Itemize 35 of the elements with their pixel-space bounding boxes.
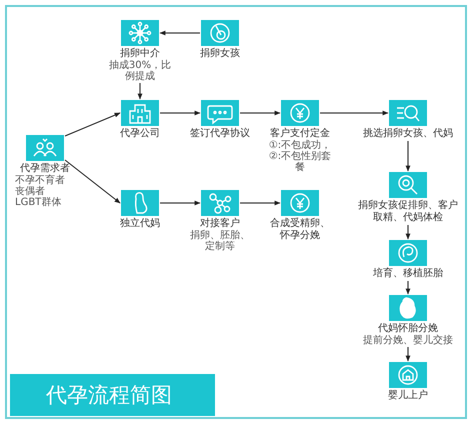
step-note: 提前分娩、婴儿交接 xyxy=(363,335,453,346)
arrow xyxy=(159,30,200,36)
arrow xyxy=(160,200,201,206)
step-label: 捐卵中介 xyxy=(120,48,160,60)
arrow xyxy=(240,110,281,116)
arrow xyxy=(406,224,410,240)
step-label: 对接客户 xyxy=(200,218,240,230)
arrow xyxy=(138,82,142,100)
step-note: ①:不包成功，②:不包性别套餐 xyxy=(268,140,332,173)
arrow xyxy=(406,140,410,172)
step-label: 客户支付定金 xyxy=(270,128,330,140)
arrow xyxy=(160,110,201,116)
arrow xyxy=(64,112,121,136)
step-note: 丧偶者 xyxy=(15,186,45,197)
step-label: 婴儿上户 xyxy=(388,390,428,402)
step-note: 不孕不育者 xyxy=(15,175,65,186)
step-note: 捐卵、胚胎、定制等 xyxy=(189,230,251,252)
step-label: 代孕需求者 xyxy=(20,163,70,174)
step-note: LGBT群体 xyxy=(15,197,62,208)
step-label: 合成受精卵、怀孕分娩 xyxy=(269,218,331,242)
arrow xyxy=(320,110,389,116)
step-label: 签订代孕协议 xyxy=(190,128,250,140)
step-label: 代孕公司 xyxy=(120,128,160,140)
step-label: 挑选捐卵女孩、代妈 xyxy=(363,128,453,140)
step-note: 抽成30%，比例提成 xyxy=(108,60,172,82)
step-label: 培育、移植胚胎 xyxy=(373,268,443,280)
step-label: 捐卵女孩促排卵、客户取精、代妈体检 xyxy=(358,200,458,224)
arrow xyxy=(406,346,410,362)
arrow xyxy=(64,160,120,204)
step-label: 代妈怀胎分娩 xyxy=(378,323,438,334)
arrow xyxy=(406,280,410,295)
title-banner: 代孕流程简图 xyxy=(10,374,215,416)
step-label: 独立代妈 xyxy=(120,218,160,230)
step-label: 捐卵女孩 xyxy=(200,48,240,60)
arrow xyxy=(240,200,281,206)
